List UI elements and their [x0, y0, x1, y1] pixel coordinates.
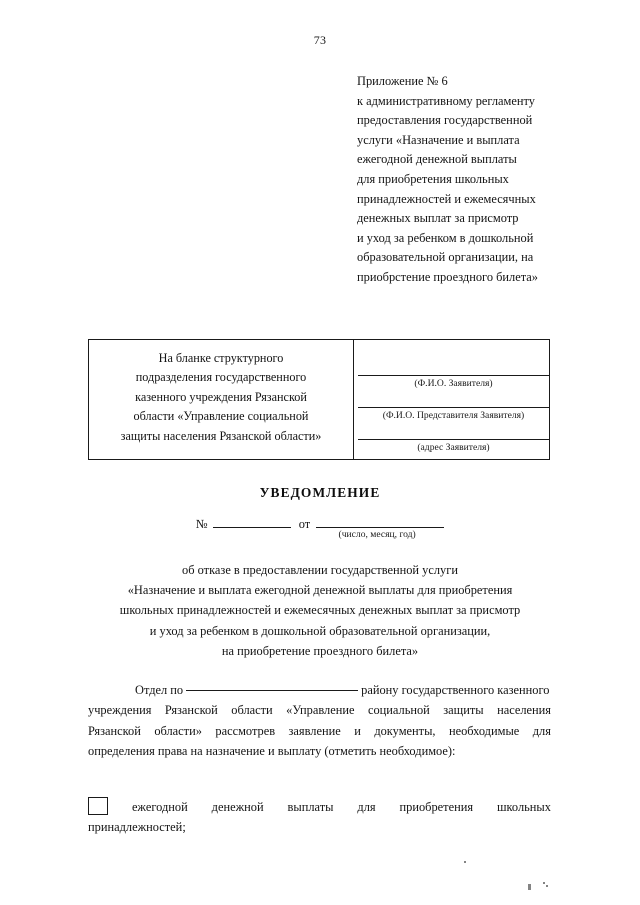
body-word: Рязанской: [164, 703, 218, 718]
appendix-line: для приобретения школьных: [357, 171, 509, 186]
notice-date-input[interactable]: [316, 515, 445, 528]
applicant-details-cell: (Ф.И.О. Заявителя) (Ф.И.О. Представителя…: [354, 340, 549, 459]
body-line-3: Рязанской области» рассмотрев заявление …: [88, 721, 551, 741]
body-word: области: [231, 703, 273, 718]
body-word: и: [354, 723, 361, 738]
body-word: Рязанской: [88, 723, 141, 738]
body-word: защиты: [443, 703, 484, 718]
notice-number-input[interactable]: [212, 515, 291, 528]
appendix-line: денежных выплат за присмотр: [357, 211, 519, 226]
signature-rule: [358, 407, 549, 408]
body-word: населения: [497, 703, 551, 718]
body-text: определения права на назначение и выплат…: [88, 743, 456, 758]
notice-number-date-line: № от (число, месяц, год): [0, 515, 640, 540]
appendix-line: к административному регламенту: [357, 93, 535, 108]
body-word: для: [532, 723, 551, 738]
applicant-name-field[interactable]: (Ф.И.О. Заявителя): [358, 375, 549, 389]
scan-speckle: [464, 861, 466, 863]
letterhead-line: На бланке структурного: [158, 351, 284, 365]
body-word: учреждения: [88, 703, 152, 718]
option-line-1: ежегодной денежной выплаты для приобрете…: [88, 797, 551, 817]
option-word: денежной: [211, 800, 264, 814]
scan-speckle: [528, 884, 531, 890]
department-prefix: Отдел по: [135, 683, 184, 697]
letterhead-line: казенного учреждения Рязанской: [135, 389, 307, 404]
body-word: необходимые: [448, 723, 520, 738]
representative-name-caption: (Ф.И.О. Представителя Заявителя): [382, 410, 525, 421]
checkbox-school-supplies[interactable]: [88, 797, 108, 815]
subject-line: и уход за ребенком в дошкольной образова…: [149, 623, 491, 638]
appendix-line: образовательной организации, на: [357, 250, 534, 265]
appendix-line: приобрстение проездного билета»: [357, 269, 538, 284]
applicant-address-caption: (адрес Заявителя): [417, 442, 490, 453]
number-label: №: [195, 517, 208, 531]
signature-rule: [358, 439, 549, 440]
subject-line: школьных принадлежностей и ежемесячных д…: [119, 603, 521, 618]
option-item-school-supplies: ежегодной денежной выплаты для приобрете…: [88, 797, 551, 838]
appendix-line: Приложение № 6: [357, 74, 448, 88]
date-format-caption: (число, месяц, год): [338, 529, 416, 540]
page-number: 73: [313, 33, 327, 47]
body-line-2: учреждения Рязанской области «Управление…: [88, 700, 551, 720]
letterhead-cell: На бланке структурного подразделения гос…: [89, 340, 354, 459]
applicant-address-field[interactable]: (адрес Заявителя): [358, 439, 549, 453]
signature-rule: [358, 375, 549, 376]
letterhead-line: защиты населения Рязанской области»: [120, 428, 322, 443]
option-word: выплаты: [287, 800, 334, 814]
body-line-1: Отдел по району государственного казенног…: [88, 680, 551, 700]
body-word: области»: [154, 723, 202, 738]
district-input[interactable]: [186, 678, 359, 691]
notice-subject: об отказе в предоставлении государственн…: [70, 560, 570, 661]
applicant-name-caption: (Ф.И.О. Заявителя): [414, 378, 493, 389]
subject-line: «Назначение и выплата ежегодной денежной…: [127, 583, 513, 598]
option-word: школьных: [497, 800, 551, 814]
option-word: приобретения: [399, 800, 474, 814]
appendix-line: и уход за ребенком в дошкольной: [357, 230, 534, 245]
subject-line: на приобретение проездного билета»: [221, 643, 419, 658]
body-line-4: определения права на назначение и выплат…: [88, 741, 551, 761]
body-word: документы,: [374, 723, 436, 738]
paragraph-indent: [88, 680, 135, 700]
appendix-line: ежегодной денежной выплаты: [357, 152, 517, 167]
notice-body-paragraph: Отдел по району государственного казенног…: [88, 680, 551, 761]
option-line-2: принадлежностей;: [88, 820, 186, 835]
subject-line: об отказе в предоставлении государственн…: [182, 563, 458, 577]
scan-speckle: [543, 882, 545, 884]
body-word: рассмотрев: [215, 723, 276, 738]
appendix-line: принадлежностей и ежемесячных: [357, 191, 536, 206]
body-word: заявление: [288, 723, 341, 738]
appendix-line: услуги «Назначение и выплата: [357, 132, 520, 147]
letterhead-applicant-table: На бланке структурного подразделения гос…: [88, 339, 550, 460]
notice-title: УВЕДОМЛЕНИЕ: [259, 485, 381, 500]
body-word: социальной: [367, 703, 430, 718]
letterhead-line: области «Управление социальной: [133, 409, 309, 424]
date-label: от: [298, 517, 311, 531]
appendix-line: предоставления государственной: [357, 113, 533, 128]
department-suffix: району государственного казенного: [361, 683, 550, 697]
option-word: для: [357, 800, 376, 814]
letterhead-line: подразделения государственного: [135, 370, 307, 385]
body-word: «Управление: [286, 703, 355, 718]
appendix-reference-block: Приложение № 6 к административному регла…: [357, 72, 601, 288]
scan-speckle: [546, 885, 548, 887]
notice-date-group: (число, месяц, год): [310, 515, 445, 540]
option-word: ежегодной: [131, 800, 188, 814]
representative-name-field[interactable]: (Ф.И.О. Представителя Заявителя): [358, 407, 549, 421]
